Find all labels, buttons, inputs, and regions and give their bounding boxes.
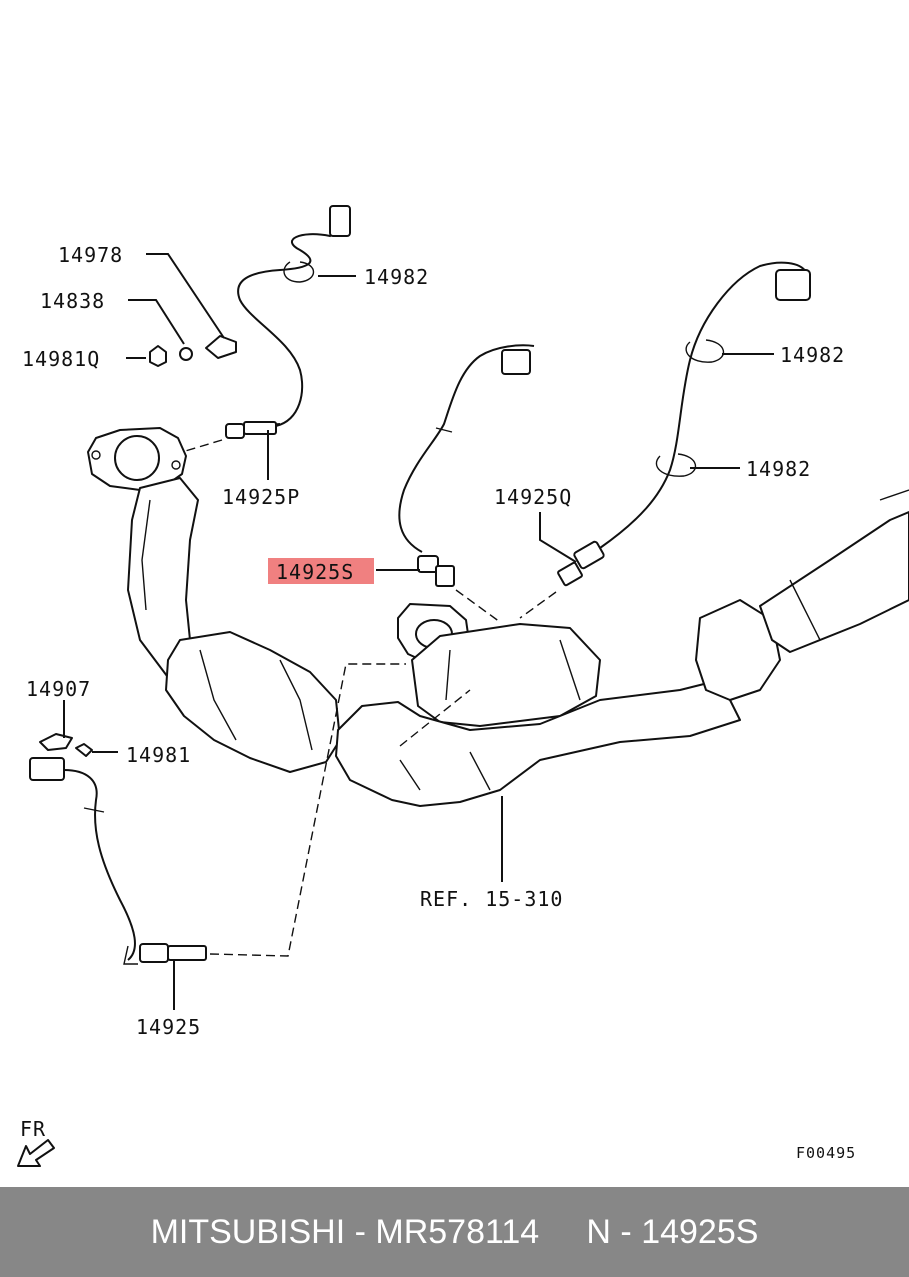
oxygen-sensor-14925s (398, 344, 535, 623)
footer-separator: - (345, 1212, 376, 1251)
label-14982-right-2: 14982 (746, 457, 811, 481)
footer-brand: MITSUBISHI (150, 1212, 346, 1251)
label-14982-right-1: 14982 (780, 343, 845, 367)
footer-part-number: MR578114 (375, 1212, 540, 1251)
label-14925q: 14925Q (494, 485, 572, 509)
leader-lines (63, 253, 774, 1010)
clip-14907 (39, 733, 93, 757)
label-14907: 14907 (26, 677, 91, 701)
y-pipe-assembly (335, 489, 909, 807)
label-14981: 14981 (126, 743, 191, 767)
label-14925p: 14925P (222, 485, 300, 509)
bracket-14978 (149, 335, 237, 367)
label-14982-top: 14982 (364, 265, 429, 289)
label-14838: 14838 (40, 289, 105, 313)
oxygen-sensor-14925 (29, 663, 406, 965)
label-ref-15-310: REF. 15-310 (420, 887, 563, 911)
label-14925s: 14925S (276, 560, 354, 584)
label-14925: 14925 (136, 1015, 201, 1039)
front-arrow-icon (17, 1139, 55, 1167)
figure-code: F00495 (796, 1144, 856, 1162)
oxygen-sensor-14925p (181, 205, 351, 453)
footer-bar: MITSUBISHI - MR578114 N - 14925S (0, 1187, 909, 1277)
oxygen-sensor-14925q (519, 261, 811, 619)
footer-gap (539, 1213, 586, 1252)
fr-label: FR (20, 1117, 46, 1141)
label-14981q: 14981Q (22, 347, 100, 371)
parts-diagram: 14978 14838 14981Q 14982 14925P 14982 14… (17, 205, 909, 1167)
highlight-box (268, 558, 374, 584)
label-14978: 14978 (58, 243, 123, 267)
left-front-pipe (87, 427, 341, 773)
footer-part-code: N - 14925S (586, 1212, 759, 1251)
